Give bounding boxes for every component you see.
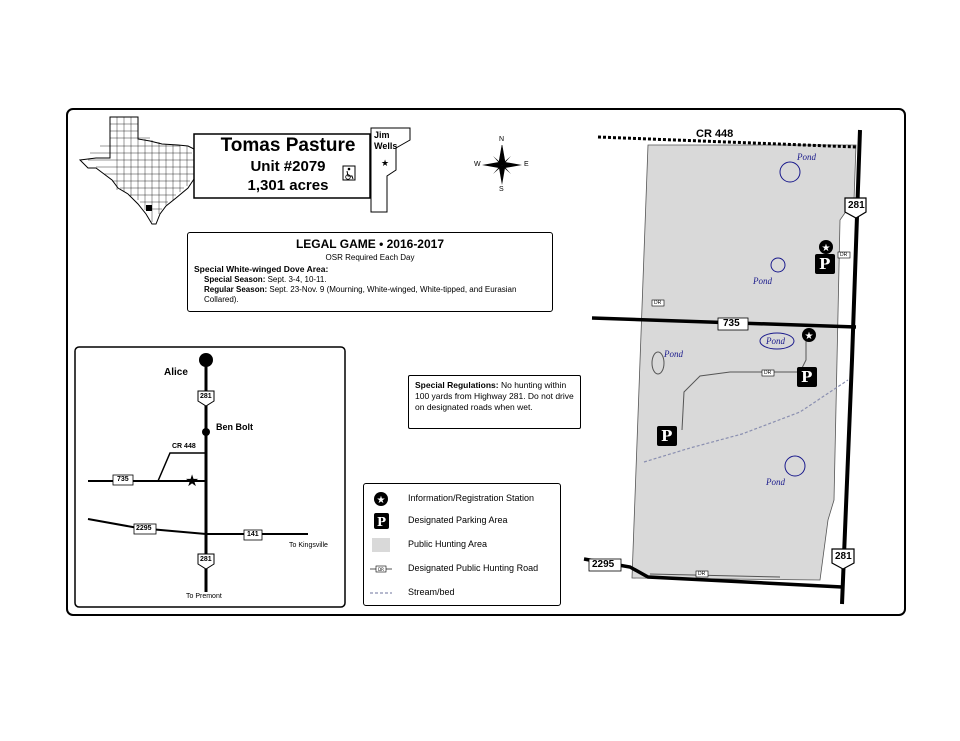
parking-label-2: P [801,368,813,386]
svg-text:P: P [377,515,386,529]
dr-marker-1: DR [654,300,662,306]
legend-item-hunting-road: DR Designated Public Hunting Road [364,558,560,580]
parking-area-3 [657,426,677,446]
compass-west: W [474,161,481,168]
texas-locator-map [78,116,199,225]
dotted-stream-icon [370,592,392,594]
svg-text:★: ★ [805,331,814,342]
compass-rose-icon [482,144,522,185]
locator-cr448: CR 448 [172,443,196,450]
unit-number: Unit #2079 [250,158,326,175]
locator-rd735: 735 [117,476,129,483]
special-season-text: Sept. 3-4, 10-11. [265,275,327,284]
accessibility-icon [342,165,356,181]
parking-area-2 [797,367,817,387]
locator-hwy281-bottom: 281 [200,556,212,563]
legend-label: Information/Registration Station [408,493,535,503]
locator-inset: ★ [74,346,346,608]
legend-label: Public Hunting Area [408,539,488,549]
public-hunting-area [631,144,857,581]
gray-fill-swatch [372,538,390,552]
pond-1 [779,161,801,183]
county-outline [370,127,411,213]
parking-icon: P [374,513,389,529]
info-station-2 [802,328,816,342]
county-star-icon: ★ [381,159,389,169]
road-2295: 2295 [592,559,615,570]
regular-season-text: Sept. 23-Nov. 9 (Mourning, White-winged,… [204,285,517,304]
legend-item-hunting-area: Public Hunting Area [364,534,560,556]
special-regulations-text: No hunting within 100 yards from Highway… [415,380,574,412]
legend-item-info-station: ★ Information/Registration Station [364,488,560,510]
locator-rd2295: 2295 [136,525,152,532]
locator-star-icon: ★ [185,471,199,490]
pond-label-3: Pond [766,336,785,346]
legal-game-header: LEGAL GAME • 2016-2017 [295,237,445,251]
road-735: 735 [723,318,740,329]
pond-label-4: Pond [664,349,683,359]
pond-4 [651,351,665,375]
svg-text:★: ★ [377,495,386,506]
dashed-road-icon: DR [370,565,392,573]
pond-3 [759,332,795,350]
regular-season: Regular Season: Sept. 23-Nov. 9 (Mournin… [194,285,546,305]
legend-item-stream: Stream/bed [364,582,560,604]
legend-label: Stream/bed [408,587,455,597]
special-season-label: Special Season: [204,275,266,284]
city-ben-bolt: Ben Bolt [216,422,253,432]
road-cr448: CR 448 [696,128,734,140]
special-regulations-panel: Special Regulations: No hunting within 1… [408,375,581,429]
special-season: Special Season: Sept. 3-4, 10-11. [194,275,546,285]
locator-hwy281-top: 281 [200,393,212,400]
map-legend: ★ Information/Registration Station P Des… [363,483,561,606]
title-panel [193,133,371,199]
dr-marker-4: DR [840,252,848,258]
pond-label-2: Pond [753,276,772,286]
hwy281-bottom: 281 [835,551,852,562]
compass-north: N [499,136,505,143]
parking-label-1: P [819,255,831,273]
dr-marker-3: DR [698,571,706,577]
locator-to-premont: To Premont [186,593,222,600]
parking-label-3: P [661,427,673,445]
compass-east: E [524,161,529,168]
pond-2 [770,257,786,273]
special-regulations-label: Special Regulations: [415,380,499,390]
legend-item-parking: P Designated Parking Area [364,510,560,532]
pond-label-1: Pond [797,152,816,162]
svg-text:DR: DR [378,567,384,572]
regular-season-label: Regular Season: [204,285,268,294]
compass-south: S [499,186,504,193]
title-block: Tomas Pasture Unit #2079 1,301 acres [208,135,368,199]
info-station-1 [819,240,833,254]
pond-5 [784,455,806,477]
locator-rd141: 141 [247,531,259,538]
hunting-area-map: ★ ★ [583,129,867,605]
star-circle-icon: ★ [374,492,388,506]
locator-to-kingsville: To Kingsville [289,542,328,549]
area-name: Tomas Pasture [220,135,356,156]
legal-game-subheader: OSR Required Each Day [325,253,415,262]
city-alice: Alice [164,367,188,378]
parking-area-1 [815,254,835,274]
svg-text:★: ★ [822,243,831,254]
legend-label: Designated Public Hunting Road [408,563,539,573]
dove-area-heading: Special White-winged Dove Area: [194,264,329,274]
county-name: Jim Wells [374,130,398,151]
legal-game-panel: LEGAL GAME • 2016-2017 OSR Required Each… [187,232,553,312]
acreage: 1,301 acres [247,177,329,194]
legend-label: Designated Parking Area [408,515,508,525]
dr-marker-2: DR [764,370,772,376]
hwy281-top: 281 [848,200,865,211]
pond-label-5: Pond [766,477,785,487]
